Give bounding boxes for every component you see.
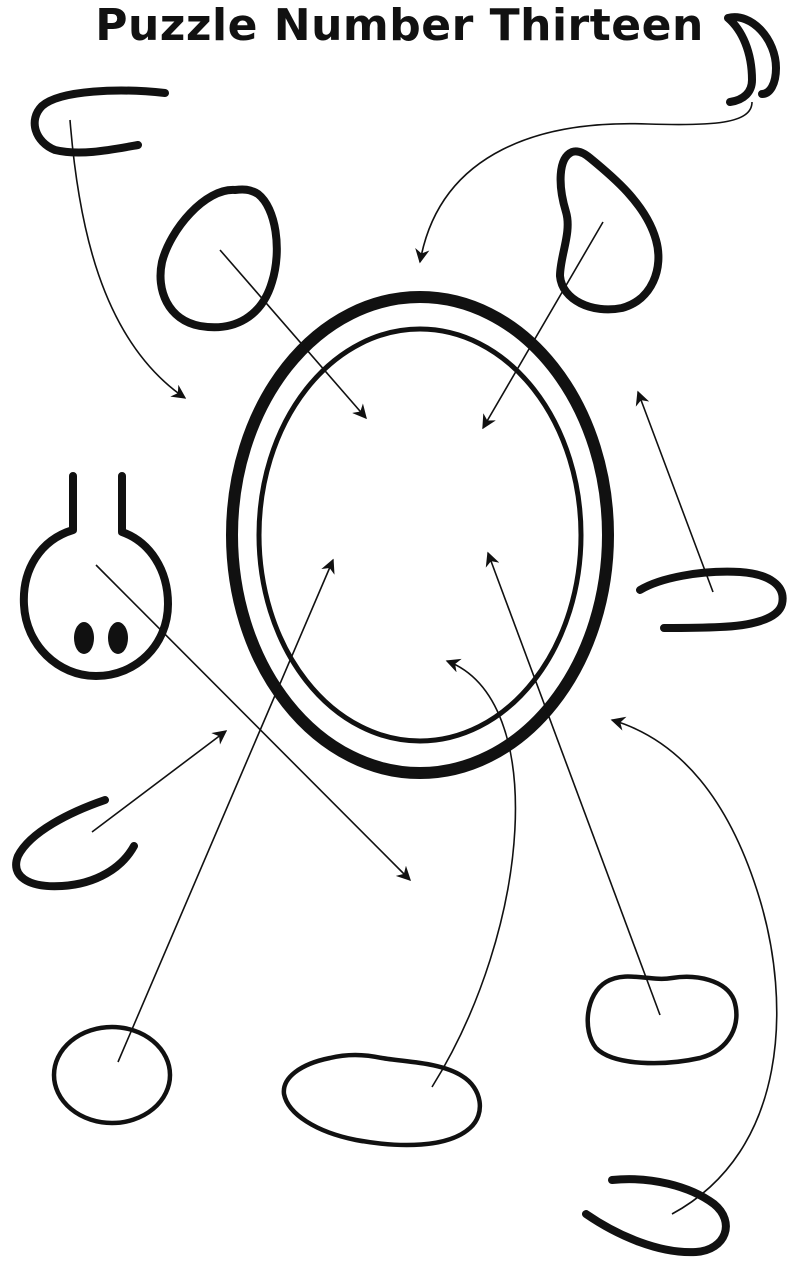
center-frame	[232, 297, 608, 773]
frame-outer-ring	[232, 297, 608, 773]
frame-inner-ring	[259, 329, 581, 741]
bulb-dot-right	[108, 622, 128, 654]
arrow-bottom-right-blob	[488, 553, 660, 1015]
arrow-top-left-blob	[220, 250, 366, 418]
arrows	[70, 102, 777, 1214]
piece-right-hook[interactable]	[640, 572, 783, 628]
piece-top-right-blob[interactable]	[560, 151, 658, 309]
piece-bottom-right-blob[interactable]	[588, 977, 737, 1064]
pieces	[16, 17, 782, 1252]
arrow-left-small-hook	[92, 731, 226, 832]
arrow-top-left-hook	[70, 120, 185, 398]
arrow-right-hook	[638, 392, 713, 592]
arrow-left-bulb	[96, 565, 410, 880]
arrow-top-right-note	[420, 102, 752, 262]
piece-top-left-hook[interactable]	[35, 91, 165, 153]
piece-bottom-left-oval[interactable]	[54, 1027, 170, 1123]
piece-bottom-middle-blob[interactable]	[284, 1055, 480, 1145]
bulb-dot-left	[74, 622, 94, 654]
piece-top-right-note[interactable]	[728, 17, 776, 102]
piece-left-bulb[interactable]	[24, 476, 168, 676]
arrow-bottom-right-hook	[612, 720, 777, 1214]
arrow-bottom-left-oval	[118, 560, 333, 1062]
arrow-bottom-middle-blob	[432, 661, 515, 1087]
piece-top-left-blob[interactable]	[161, 189, 277, 327]
piece-bottom-right-hook[interactable]	[586, 1179, 726, 1252]
